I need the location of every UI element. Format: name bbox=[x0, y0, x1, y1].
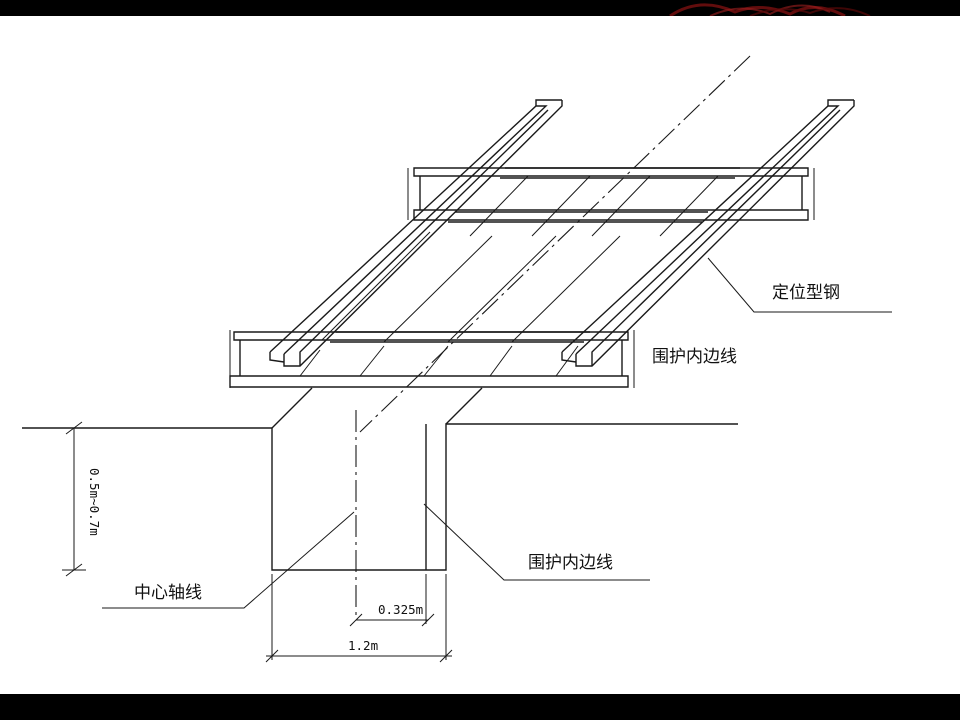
bottom-frame-bar bbox=[0, 694, 960, 720]
width-label: 1.2m bbox=[348, 638, 378, 653]
cross-ties bbox=[330, 167, 740, 343]
slab-hatch bbox=[299, 175, 719, 377]
label-positioning-steel: 定位型钢 bbox=[772, 283, 840, 303]
left-rail bbox=[269, 99, 563, 367]
label-enclosure-inner-line-top: 围护内边线 bbox=[652, 347, 737, 367]
right-rail bbox=[561, 99, 855, 367]
depth-label: 0.5m~0.7m bbox=[87, 468, 102, 536]
leader-positioning-steel bbox=[707, 257, 892, 313]
offset-label: 0.325m bbox=[378, 602, 423, 617]
leader-enclosure-inner-line bbox=[423, 503, 650, 581]
top-frame-bar bbox=[0, 0, 960, 16]
front-cross-beam bbox=[229, 330, 635, 388]
depth-dimension bbox=[62, 421, 86, 577]
decorative-swirl bbox=[669, 3, 871, 16]
rear-cross-beam bbox=[407, 167, 815, 221]
label-enclosure-inner-line-bottom: 围护内边线 bbox=[528, 553, 613, 573]
bottom-dimensions bbox=[265, 574, 453, 663]
leader-center-axis bbox=[102, 511, 355, 609]
trench-section bbox=[22, 387, 738, 571]
center-axis-line bbox=[359, 55, 751, 433]
label-center-axis: 中心轴线 bbox=[134, 583, 202, 603]
